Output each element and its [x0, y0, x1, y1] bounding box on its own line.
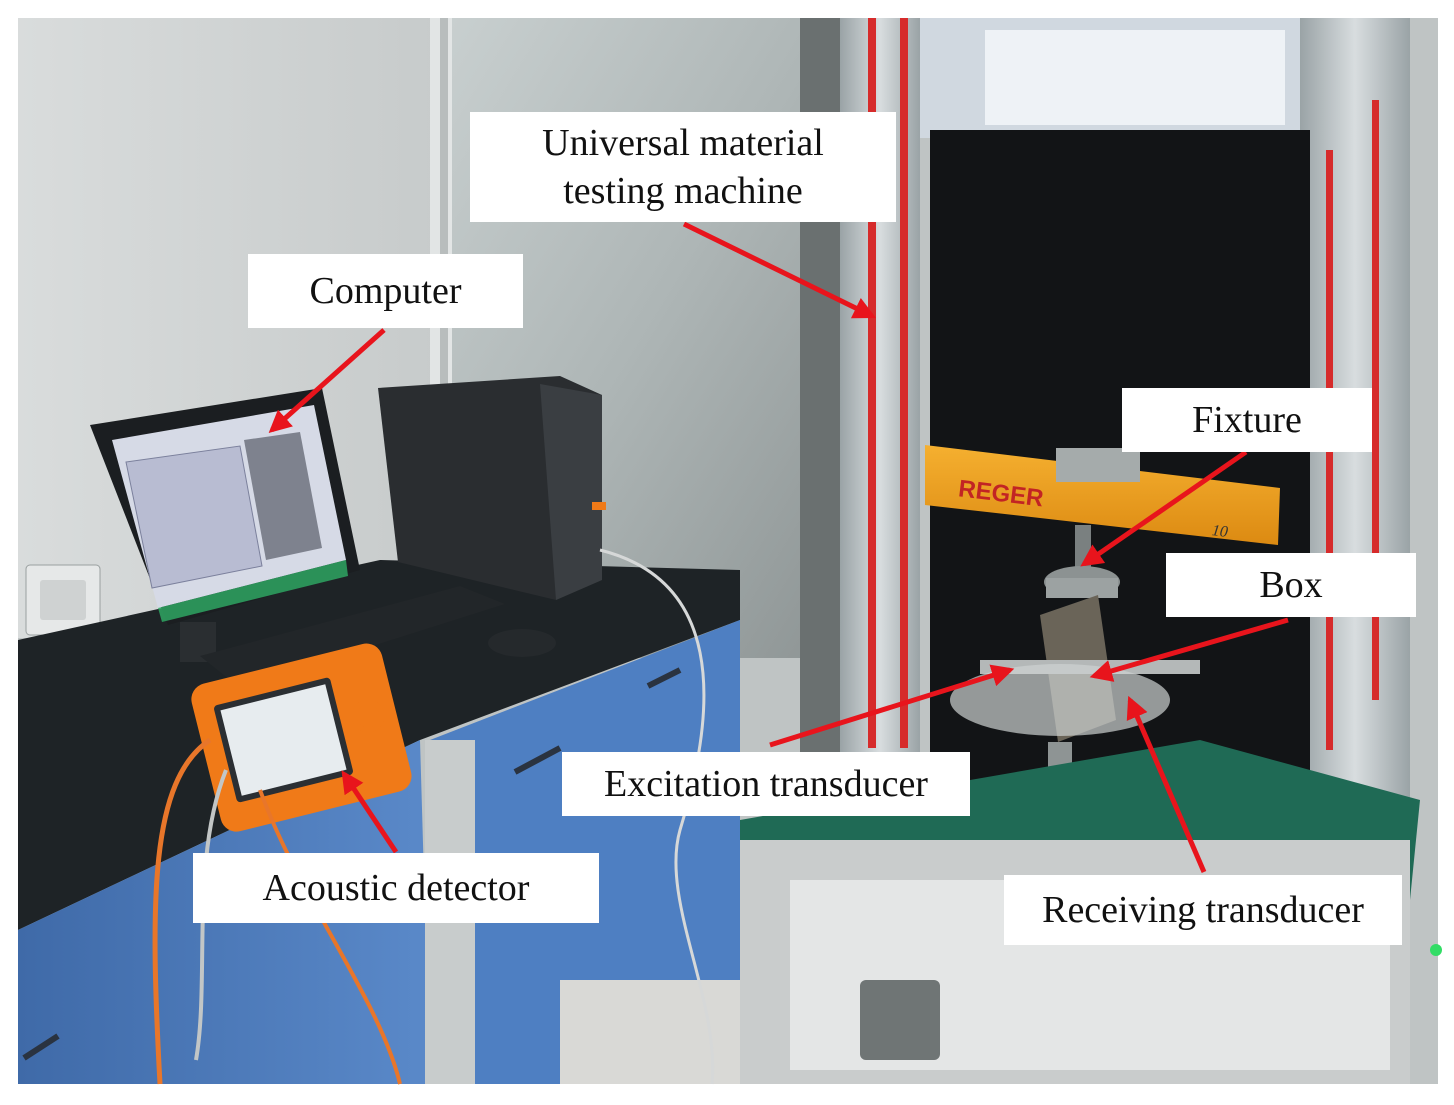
arrow-receiving: [1126, 695, 1207, 873]
cabinet-right: [430, 620, 740, 1084]
crosshead-scale: 10: [1211, 522, 1229, 541]
arrow-fixture: [1080, 449, 1248, 567]
label-box: Box: [1166, 553, 1416, 617]
label-fixture: Fixture: [1122, 388, 1372, 452]
crosshead: [925, 445, 1280, 545]
label-machine-line1: Universal material: [542, 122, 824, 164]
arrow-excitation: [769, 664, 1015, 748]
label-machine-line2: testing machine: [563, 170, 803, 212]
label-acoustic-detector: Acoustic detector: [193, 853, 599, 923]
label-receiving-transducer: Receiving transducer: [1004, 875, 1402, 945]
label-universal-testing-machine: Universal material testing machine: [470, 112, 896, 222]
arrow-machine: [682, 221, 877, 319]
label-excitation-transducer: Excitation transducer: [562, 752, 970, 816]
label-computer: Computer: [248, 254, 523, 328]
mouse: [488, 629, 556, 657]
arrow-box: [1089, 617, 1289, 682]
machine-frame-right: [1300, 18, 1410, 888]
arrow-acoustic: [341, 770, 399, 854]
arrow-computer: [268, 328, 386, 433]
keyboard: [200, 586, 505, 688]
